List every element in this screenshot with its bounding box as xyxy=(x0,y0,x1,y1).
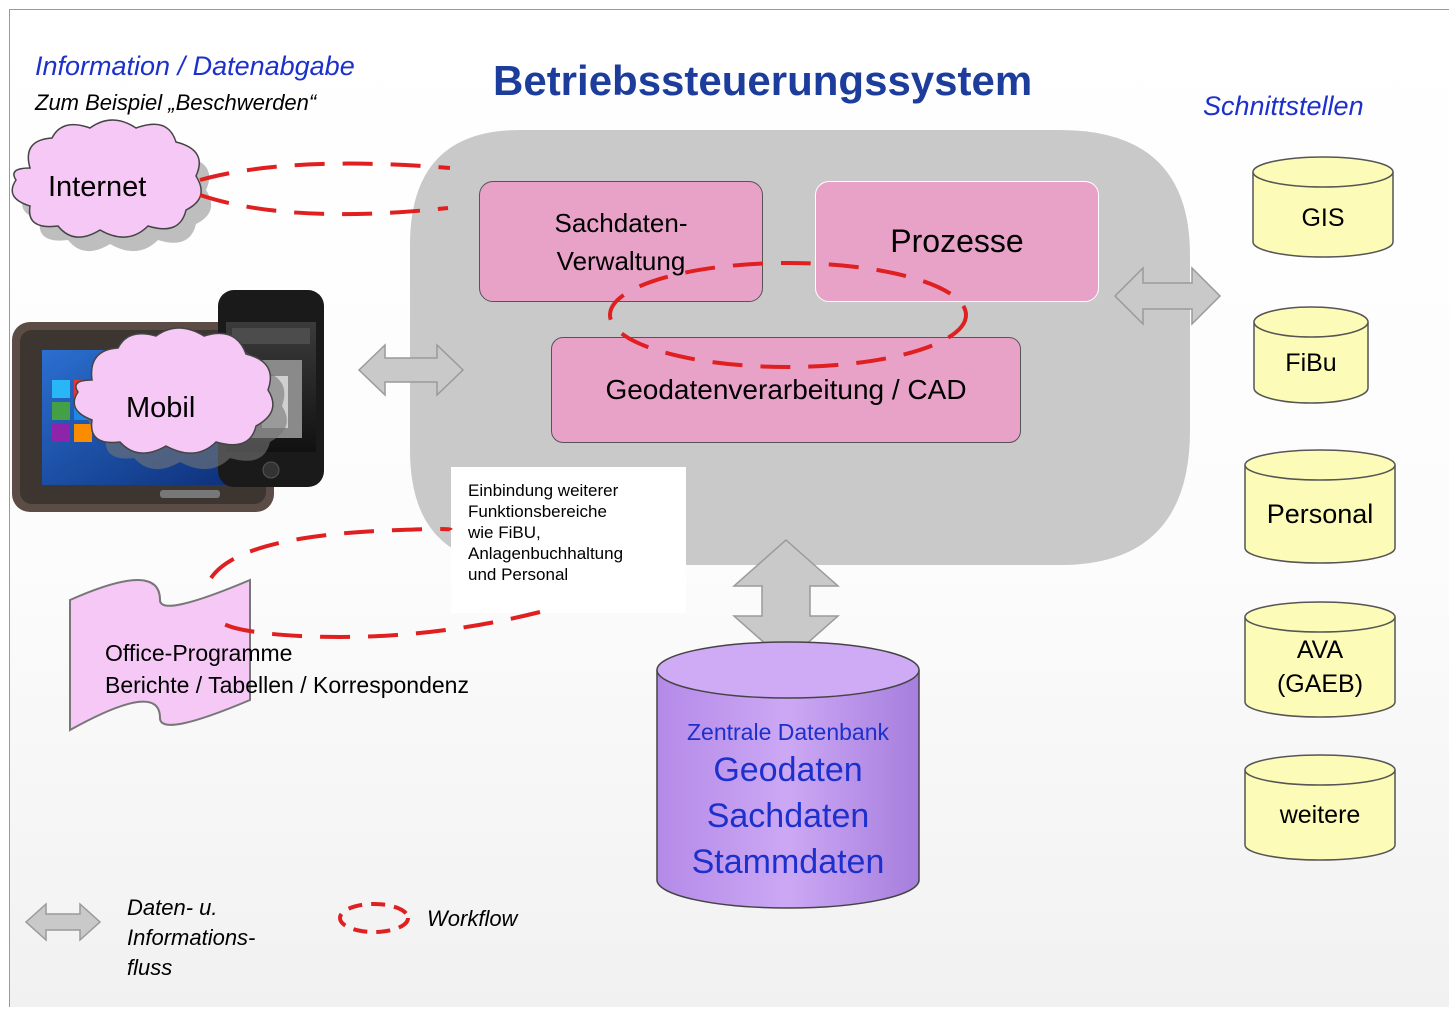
page-title: Betriebssteuerungssystem xyxy=(493,57,1033,104)
interface-ava: AVA (GAEB) xyxy=(1276,636,1364,698)
database-item-stammdaten: Stammdaten xyxy=(691,843,885,881)
module-prozesse-label: Prozesse xyxy=(890,223,1024,259)
legend-arrow-icon xyxy=(24,902,102,942)
database-item-sachdaten: Sachdaten xyxy=(706,797,870,835)
interfaces-heading: Schnittstellen xyxy=(1203,91,1364,121)
interface-personal: Personal xyxy=(1266,499,1374,529)
info-heading: Information / Datenabgabe xyxy=(35,51,355,81)
interface-fibu: FiBu xyxy=(1285,349,1337,377)
workflow-office xyxy=(209,527,541,639)
interface-cylinders xyxy=(1244,156,1396,861)
database-label: Zentrale Datenbank xyxy=(686,719,889,745)
note-text: Einbindung weiterer Funktionsbereiche wi… xyxy=(468,481,624,584)
legend-workflow-label: Workflow xyxy=(427,906,518,931)
module-prozesse: Prozesse xyxy=(815,181,1099,302)
workflow-internet xyxy=(199,161,451,217)
database-item-geodaten: Geodaten xyxy=(713,751,863,789)
workflow-core xyxy=(608,261,968,369)
mobil-label: Mobil xyxy=(126,392,196,424)
interface-weitere: weitere xyxy=(1279,801,1361,829)
arrow-mobile-system xyxy=(357,343,465,397)
internet-label: Internet xyxy=(48,171,147,203)
module-geodatenverarbeitung: Geodatenverarbeitung / CAD xyxy=(551,337,1021,443)
note-box: Einbindung weiterer Funktionsbereiche wi… xyxy=(451,467,686,613)
module-sachdaten-label: Sachdaten- Verwaltung xyxy=(554,207,688,276)
office-document-shape xyxy=(69,578,251,732)
mobil-cloud xyxy=(73,327,287,470)
office-line1: Office-Programme xyxy=(105,640,293,666)
info-example: Zum Beispiel „Beschwerden“ xyxy=(35,90,317,115)
central-database-cylinder xyxy=(656,641,920,909)
arrow-system-interfaces xyxy=(1113,266,1222,326)
interface-gis: GIS xyxy=(1301,204,1345,232)
module-geodaten-label: Geodatenverarbeitung / CAD xyxy=(605,374,967,405)
internet-cloud xyxy=(11,119,212,252)
office-line2: Berichte / Tabellen / Korrespondenz xyxy=(105,672,469,698)
legend-flow-label: Daten- u. Informations- fluss xyxy=(127,895,256,980)
module-sachdaten-verwaltung: Sachdaten- Verwaltung xyxy=(479,181,763,302)
legend-workflow-icon xyxy=(338,902,410,934)
